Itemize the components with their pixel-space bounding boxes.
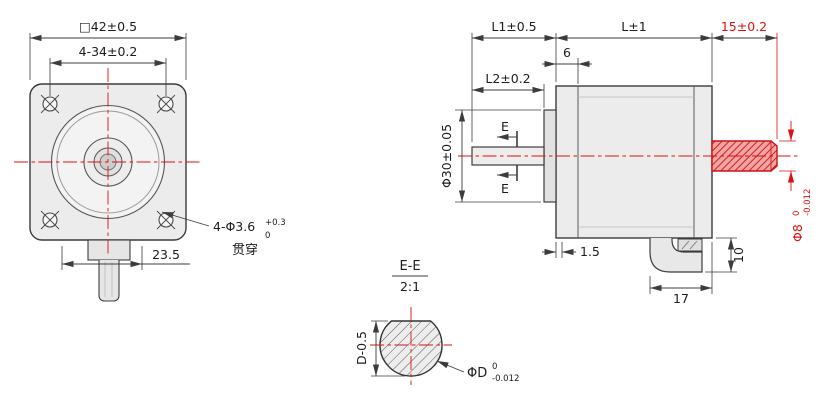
dim-dia-sup: 0 xyxy=(492,362,497,372)
dim-shaft-main: Φ8 xyxy=(790,224,805,242)
dim-pilot-label: Φ30±0.05 xyxy=(439,124,454,188)
dim-rear-shaft-length: 15±0.2 xyxy=(712,19,778,139)
section-marks: E E xyxy=(497,119,518,196)
lead-wire-front xyxy=(98,260,120,302)
dim-step-label: 1.5 xyxy=(580,244,600,259)
dim-cable-exit-height: 10 xyxy=(705,237,746,273)
section-title: E-E xyxy=(399,259,420,274)
hole-note-main: 4-Φ3.6 xyxy=(213,219,255,234)
dim-shaft-sub: -0.012 xyxy=(803,189,813,216)
dim-l2: L2±0.2 xyxy=(472,71,545,108)
cable-exit xyxy=(649,238,703,273)
dim-l: L±1 xyxy=(556,19,713,82)
leader-line xyxy=(436,360,465,373)
dim-cable-length: 17 xyxy=(649,242,713,306)
dim-exit-label: 10 xyxy=(731,247,746,263)
connector-hatch xyxy=(681,240,690,250)
dim-shaft-sup: 0 xyxy=(792,211,802,216)
dim-cable-label: 17 xyxy=(673,291,689,306)
dim-square-42: □42±0.5 xyxy=(29,19,187,80)
dim-flat-label: D-0.5 xyxy=(354,331,369,365)
dim-section-diameter: ΦD 0 -0.012 xyxy=(436,360,519,384)
hole-cross xyxy=(156,94,176,114)
shaft-cross-section xyxy=(379,320,443,377)
hole-note-through: 贯穿 xyxy=(232,242,258,258)
dim-rear-label: 15±0.2 xyxy=(721,19,767,34)
dim-front-cap-label: 6 xyxy=(563,45,571,60)
connector-block xyxy=(677,238,703,252)
connector-hatch xyxy=(689,240,698,250)
section-view: E-E 2:1 D-0.5 ΦD 0 -0.012 xyxy=(354,259,519,385)
dim-square-label: □42±0.5 xyxy=(79,19,137,34)
dim-front-cap: 6 xyxy=(542,45,592,84)
dim-hole-spacing-label: 4-34±0.2 xyxy=(79,44,138,59)
dim-step: 1.5 xyxy=(542,242,600,259)
dim-connector-label: 23.5 xyxy=(152,247,180,262)
motor-side-body xyxy=(555,85,713,239)
dim-l-label: L±1 xyxy=(621,19,646,34)
dim-flat: D-0.5 xyxy=(354,320,405,377)
dim-connector-offset: 23.5 xyxy=(61,246,190,270)
hole-cross xyxy=(40,210,60,230)
section-scale: 2:1 xyxy=(400,279,420,294)
dim-l2-label: L2±0.2 xyxy=(485,71,530,86)
mounting-hole-top-left xyxy=(40,94,60,114)
section-mark-label-bottom: E xyxy=(501,181,509,196)
hole-cross xyxy=(40,94,60,114)
hole-note-sup: +0.3 xyxy=(265,218,286,228)
dim-rear-shaft-diameter: Φ8 0 -0.012 xyxy=(779,121,813,242)
mounting-hole-top-right xyxy=(156,94,176,114)
side-view: L1±0.5 L±1 15±0.2 6 L2±0.2 xyxy=(439,19,813,306)
hole-note-sub: 0 xyxy=(265,231,270,241)
mounting-hole-bottom-left xyxy=(40,210,60,230)
dim-dia-sub: -0.012 xyxy=(492,374,519,384)
leader-line xyxy=(161,211,210,227)
mounting-hole-bottom-right xyxy=(156,210,176,230)
dim-l1-label: L1±0.5 xyxy=(491,19,536,34)
section-mark-label-top: E xyxy=(501,119,509,134)
hole-callout: 4-Φ3.6 +0.3 0 贯穿 xyxy=(161,211,286,258)
dim-pilot-diameter: Φ30±0.05 xyxy=(439,109,541,203)
dim-hole-spacing: 4-34±0.2 xyxy=(49,44,167,96)
connector-housing xyxy=(87,239,131,261)
front-view: □42±0.5 4-34±0.2 23.5 4-Φ3.6 +0.3 0 贯穿 xyxy=(14,19,286,302)
dim-dia-main: ΦD xyxy=(467,366,487,381)
